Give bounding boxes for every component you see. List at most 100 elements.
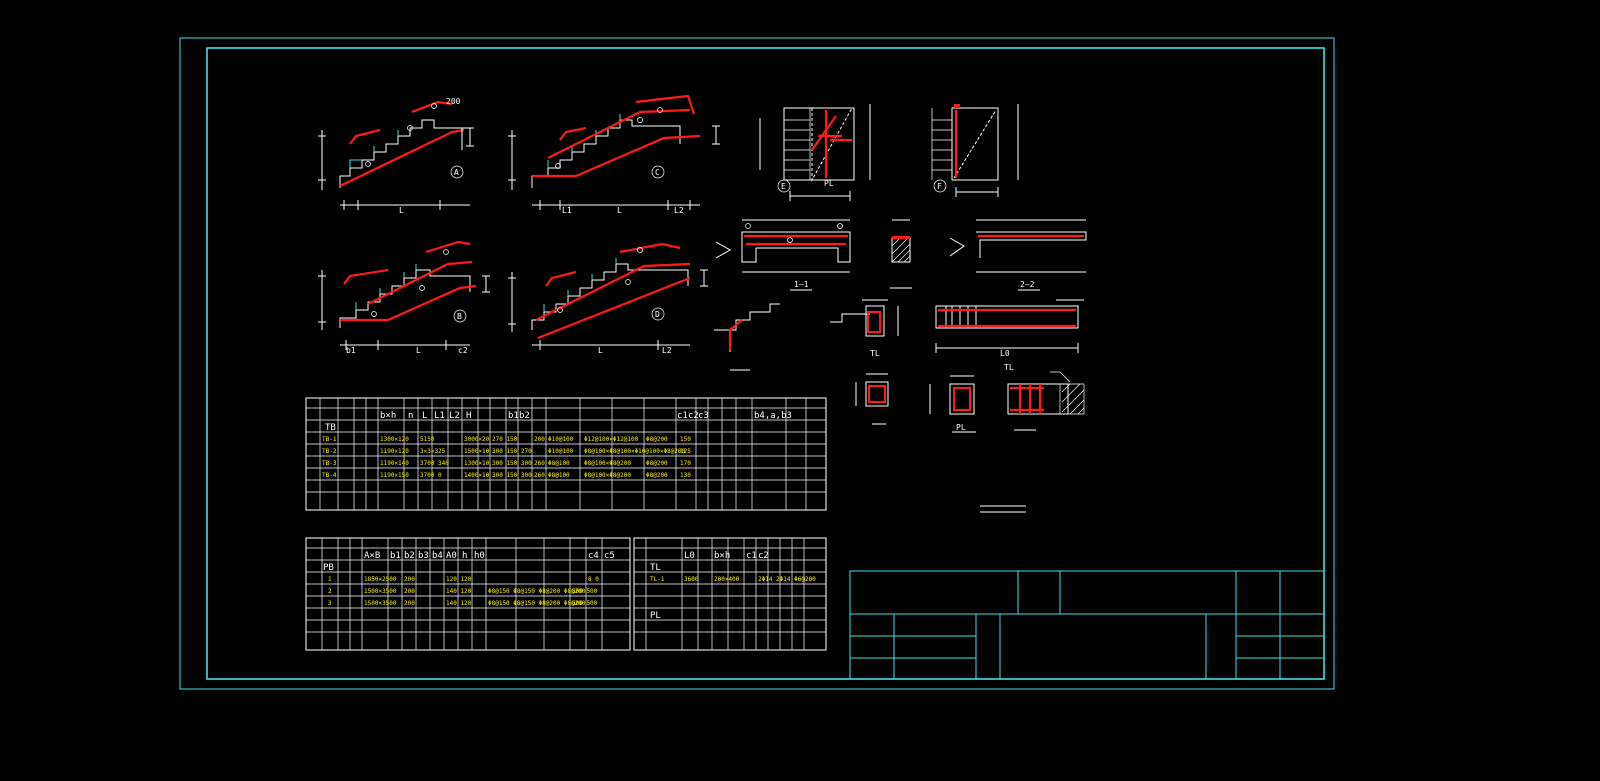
- tb-header-h: H: [466, 411, 471, 421]
- column-section-pl[interactable]: PL: [929, 375, 976, 433]
- svg-text:1850×2500: 1850×2500: [364, 576, 397, 583]
- svg-text:200×400: 200×400: [714, 576, 740, 583]
- outer-frame: [179, 37, 1335, 690]
- svg-text:260: 260: [534, 472, 545, 479]
- tb-header-n: n: [408, 411, 413, 421]
- svg-text:Φ8@150 Φ8@150 Φ8@200 Φ8@200: Φ8@150 Φ8@150 Φ8@200 Φ8@200: [488, 588, 586, 595]
- svg-text:200: 200: [534, 436, 545, 443]
- table-row: TB-4 1190×150 3700 0 1400×10 300 150 300…: [322, 472, 691, 479]
- section-1-1-label: 1—1: [794, 280, 809, 289]
- svg-text:3000×20: 3000×20: [464, 436, 490, 443]
- stair-detail-d[interactable]: D L L2: [508, 242, 708, 355]
- plan-e-pl: PL: [824, 179, 834, 188]
- table-pb-group: PB: [323, 563, 334, 573]
- svg-text:140 120: 140 120: [446, 588, 472, 595]
- table-row: TB-2 1190×120 3×3×325 1500×10 300 150 27…: [322, 448, 691, 455]
- svg-text:Φ8@150 Φ8@150 Φ8@200 Φ8@200: Φ8@150 Φ8@150 Φ8@200 Φ8@200: [488, 600, 586, 607]
- table-tb[interactable]: TB b×h n L L1 L2 H b1 b2 c1 c2 c3 b4,a,b…: [305, 397, 827, 511]
- pb-header-c5: c5: [604, 551, 615, 561]
- svg-text:1500×3500: 1500×3500: [364, 600, 397, 607]
- pl-section-label: PL: [956, 423, 966, 432]
- stair-detail-a[interactable]: A L 200: [318, 97, 474, 215]
- table-pb[interactable]: PB A×B b1 b2 b3 b4 A0 h h0 c4 c5 1 1850×…: [305, 537, 635, 651]
- svg-text:270 150: 270 150: [492, 436, 518, 443]
- svg-text:Φ8@100: Φ8@100: [548, 460, 570, 467]
- pb-header-h0: h0: [474, 551, 485, 561]
- pb-header-b4: b4: [432, 551, 443, 561]
- svg-text:Φ12@100×Φ12@100: Φ12@100×Φ12@100: [584, 436, 639, 443]
- table-row: TL-1 3600 200×400 2Φ14 2Φ14 Φ6@200: [650, 576, 816, 583]
- small-hatched-section: [890, 219, 912, 289]
- table-tl[interactable]: TL PL L0 b×h c1 c2 TL-1 3600 200×400 2Φ1…: [633, 537, 827, 651]
- tb-header-l1: L1: [434, 411, 445, 421]
- stair-c-dim-l: L: [617, 206, 622, 215]
- beam-end-detail: [1007, 371, 1085, 431]
- svg-text:Φ8@100×Φ8@200: Φ8@100×Φ8@200: [584, 472, 631, 479]
- stair-label-c: C: [655, 168, 660, 177]
- plan-label-e: E: [781, 182, 786, 191]
- plan-detail-f[interactable]: F: [931, 104, 1019, 197]
- svg-text:1300×120: 1300×120: [380, 436, 409, 443]
- svg-text:140 120: 140 120: [446, 600, 472, 607]
- svg-text:1: 1: [328, 576, 332, 583]
- table-row: 3 1500×3500 200 140 120 Φ8@150 Φ8@150 Φ8…: [328, 600, 598, 607]
- svg-text:1190×120: 1190×120: [380, 448, 409, 455]
- svg-text:120 120: 120 120: [446, 576, 472, 583]
- svg-text:500 500: 500 500: [572, 600, 598, 607]
- svg-text:1400×10: 1400×10: [464, 472, 490, 479]
- tl-section[interactable]: TL: [830, 299, 899, 358]
- tl-elev-l0: L0: [1000, 349, 1010, 358]
- table-tl-group: TL: [650, 563, 661, 573]
- stair-profile-small: [714, 303, 780, 371]
- tb-header-l2: L2: [449, 411, 460, 421]
- plan-label-f: F: [937, 182, 942, 191]
- svg-text:200: 200: [404, 576, 415, 583]
- stair-d-dim-l2: L2: [662, 346, 672, 355]
- tl-elevation[interactable]: L0 TL: [935, 299, 1084, 372]
- svg-text:300 150 270: 300 150 270: [492, 448, 532, 455]
- stair-c-dim-l1: L1: [562, 206, 572, 215]
- tb-header-l: L: [422, 411, 427, 421]
- note-line: [980, 505, 1026, 513]
- tl-header-c1: c1: [746, 551, 757, 561]
- tl-header-c2: c2: [758, 551, 769, 561]
- stair-label-a: A: [454, 168, 459, 177]
- section-1-1[interactable]: 1—1: [715, 219, 851, 291]
- tb-header-b2: b2: [519, 411, 530, 421]
- stair-b-dim-c2: c2: [458, 346, 468, 355]
- stair-d-dim-l: L: [598, 346, 603, 355]
- svg-text:Φ8@200: Φ8@200: [646, 436, 668, 443]
- stair-detail-c[interactable]: C L L1 L2: [508, 94, 720, 215]
- svg-text:200: 200: [404, 588, 415, 595]
- svg-text:TB-4: TB-4: [322, 472, 337, 479]
- table-pl-group: PL: [650, 611, 661, 621]
- stair-detail-b[interactable]: B L b1 c2: [318, 240, 490, 355]
- pb-header-b3: b3: [418, 551, 429, 561]
- svg-text:170: 170: [680, 460, 691, 467]
- tb-header-c1: c1: [677, 411, 688, 421]
- stair-label-d: D: [655, 310, 660, 319]
- table-row: TB-1 1300×120 5150 3000×20 270 150 200 Φ…: [322, 436, 691, 443]
- svg-text:Φ8@100×Φ8@200: Φ8@100×Φ8@200: [584, 460, 631, 467]
- svg-text:TB-2: TB-2: [322, 448, 337, 455]
- pb-header-b1: b1: [390, 551, 401, 561]
- stair-b-dim-b1: b1: [346, 346, 356, 355]
- tb-header-b4: b4,a,b3: [754, 411, 792, 421]
- section-2-2[interactable]: 2—2: [949, 219, 1087, 291]
- table-tb-group: TB: [325, 423, 336, 433]
- stair-c-dim-l2: L2: [674, 206, 684, 215]
- svg-text:1300×10: 1300×10: [464, 460, 490, 467]
- svg-text:2: 2: [328, 588, 332, 595]
- pb-header-ab: A×B: [364, 551, 380, 561]
- pb-header-h: h: [462, 551, 467, 561]
- svg-text:130: 130: [680, 472, 691, 479]
- svg-text:3700 340: 3700 340: [420, 460, 449, 467]
- svg-text:Φ8@200: Φ8@200: [646, 460, 668, 467]
- stair-a-dim-200: 200: [446, 97, 461, 106]
- svg-text:3600: 3600: [684, 576, 699, 583]
- stair-label-b: B: [457, 312, 462, 321]
- plan-detail-e[interactable]: E PL: [759, 104, 871, 201]
- stair-b-dim-l: L: [416, 346, 421, 355]
- svg-text:260: 260: [534, 460, 545, 467]
